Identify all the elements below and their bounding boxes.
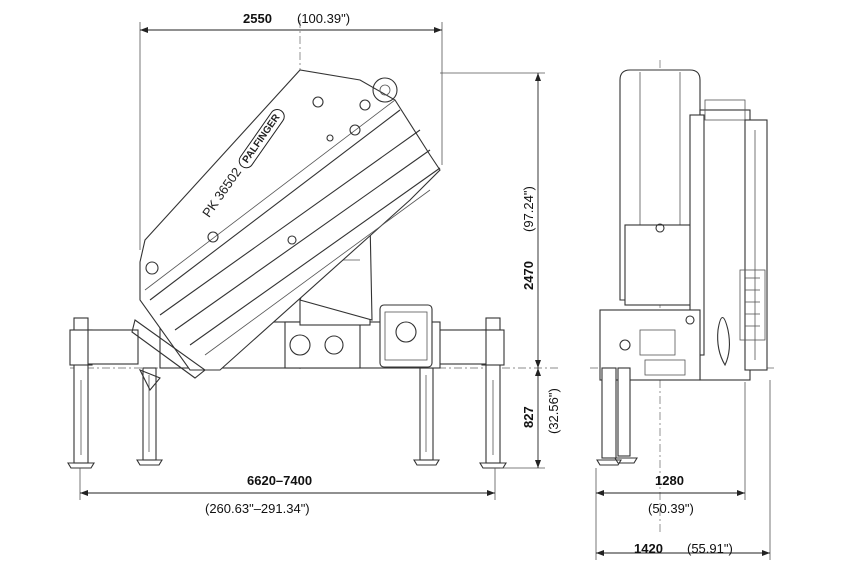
- dim-outrigger-span-inch: (260.63"–291.34"): [205, 501, 310, 516]
- crane-main-boom: [131, 69, 441, 391]
- dim-height-lower-inch: (32.56"): [546, 388, 561, 434]
- outrigger-left-outer: [67, 317, 139, 469]
- dim-height-total-inch: (97.24"): [521, 186, 536, 232]
- dim-height-total-mm: 2470: [521, 261, 536, 290]
- dim-height-lower-mm: 827: [521, 406, 536, 428]
- dim-side-width-outer-inch: (55.91"): [687, 541, 733, 556]
- dim-outrigger-span-mm: 6620–7400: [247, 473, 313, 488]
- crane-front-view: [590, 60, 775, 535]
- crane-side-view: [67, 20, 560, 469]
- front-control-block: [599, 309, 701, 381]
- outrigger-right-outer: [435, 317, 507, 469]
- dim-side-width-inner-inch: (50.39"): [648, 501, 694, 516]
- dim-width-top-inch: (100.39"): [297, 11, 351, 26]
- outrigger-right-inner: [413, 367, 440, 466]
- dim-side-width-outer-mm: 1420: [634, 541, 663, 556]
- outrigger-left-inner: [136, 367, 163, 466]
- front-outrigger-legs: [596, 367, 638, 466]
- dim-width-top-mm: 2550: [243, 11, 272, 26]
- front-boom-stack: [689, 99, 768, 381]
- dimension-lines: [79, 22, 771, 560]
- front-column: [619, 69, 701, 306]
- dim-side-width-inner-mm: 1280: [655, 473, 684, 488]
